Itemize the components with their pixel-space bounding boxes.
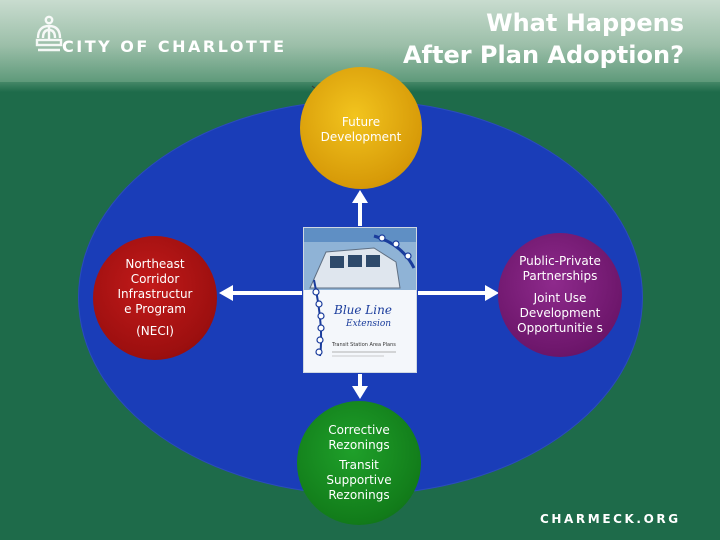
node-rezonings-label: Corrective Rezonings [328, 423, 390, 452]
node-rezonings-sublabel: Transit Supportive Rezonings [326, 458, 392, 502]
slide-title-line-1: What Happens [486, 9, 684, 37]
node-neci-sublabel: (NECI) [136, 324, 174, 338]
node-rezonings: Corrective Rezonings Transit Supportive … [297, 401, 421, 525]
org-name: CITY OF CHARLOTTE [62, 37, 287, 56]
arrow-left-head [219, 285, 233, 301]
node-public-private-sublabel: Joint Use Development Opportunitie s [517, 291, 603, 335]
plan-cover-image: Blue Line Extension Transit Station Area… [304, 228, 416, 372]
plan-cover-art: Blue Line Extension Transit Station Area… [304, 228, 416, 372]
node-public-private-label: Public-Private Partnerships [519, 254, 601, 283]
node-future-development-label: Future Development [320, 115, 402, 144]
arrow-down-head [352, 386, 368, 399]
arrow-right-head [485, 285, 499, 301]
crown-icon [35, 15, 63, 52]
node-neci-label: Northeast Corridor Infrastructur e Progr… [117, 257, 193, 316]
footer-site: CHARMECK.ORG [540, 512, 681, 526]
arrow-up-head [352, 190, 368, 203]
cover-title-line-2: Extension [345, 319, 391, 329]
slide-title: What Happens After Plan Adoption? [403, 7, 684, 71]
slide-title-line-2: After Plan Adoption? [402, 41, 684, 69]
cover-subtitle: Transit Station Area Plans [331, 342, 396, 348]
node-public-private: Public-Private Partnerships Joint Use De… [498, 233, 622, 357]
cover-title-line-1: Blue Line [333, 303, 392, 317]
node-neci: Northeast Corridor Infrastructur e Progr… [93, 236, 217, 360]
node-future-development: Future Development [300, 67, 422, 189]
